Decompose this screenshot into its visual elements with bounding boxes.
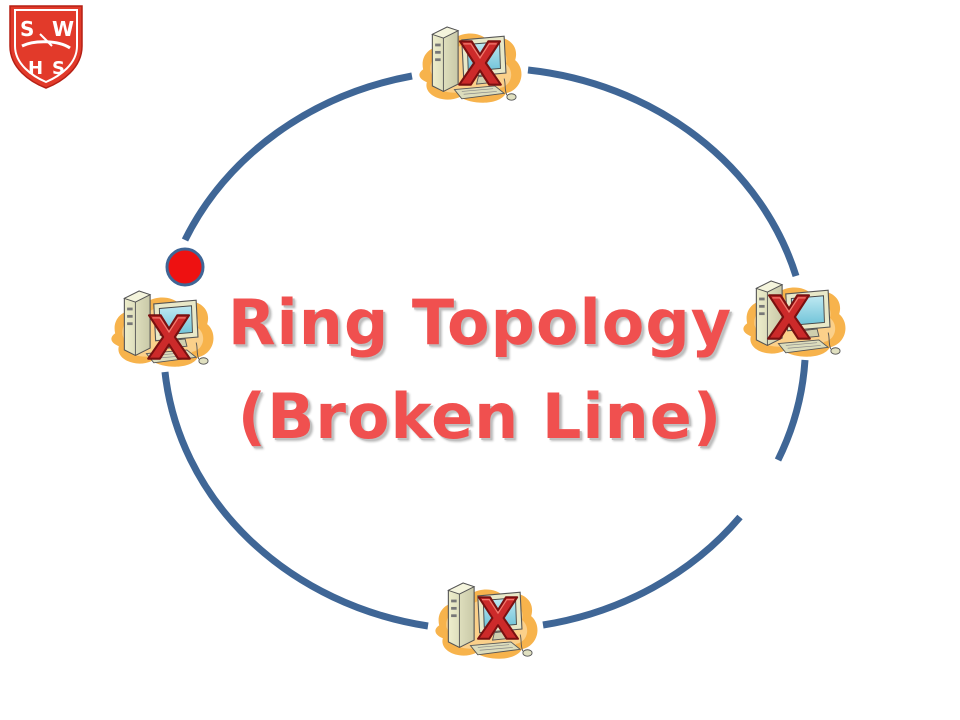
diagram-title-line-2: (Broken Line) <box>237 380 723 453</box>
computer-icon <box>434 582 539 660</box>
ring-segment-bottom-left <box>161 371 429 630</box>
ring-segment-top-right <box>527 66 800 278</box>
logo-letter-bottom-right: S <box>52 58 65 79</box>
school-logo: S W H S <box>9 5 83 89</box>
computer-icon <box>418 26 523 104</box>
ring-segment-bottom-right <box>542 514 743 629</box>
ring-segment-top-left <box>181 72 413 242</box>
node-top <box>418 26 523 104</box>
logo-letter-top-right: W <box>52 17 74 41</box>
ring-segment-right <box>774 359 809 462</box>
logo-letter-bottom-left: H <box>28 58 43 79</box>
node-bottom <box>434 582 539 660</box>
logo-letter-top-left: S <box>20 17 34 41</box>
token-dot <box>165 247 205 287</box>
diagram-title-line-1: Ring Topology <box>227 286 733 359</box>
